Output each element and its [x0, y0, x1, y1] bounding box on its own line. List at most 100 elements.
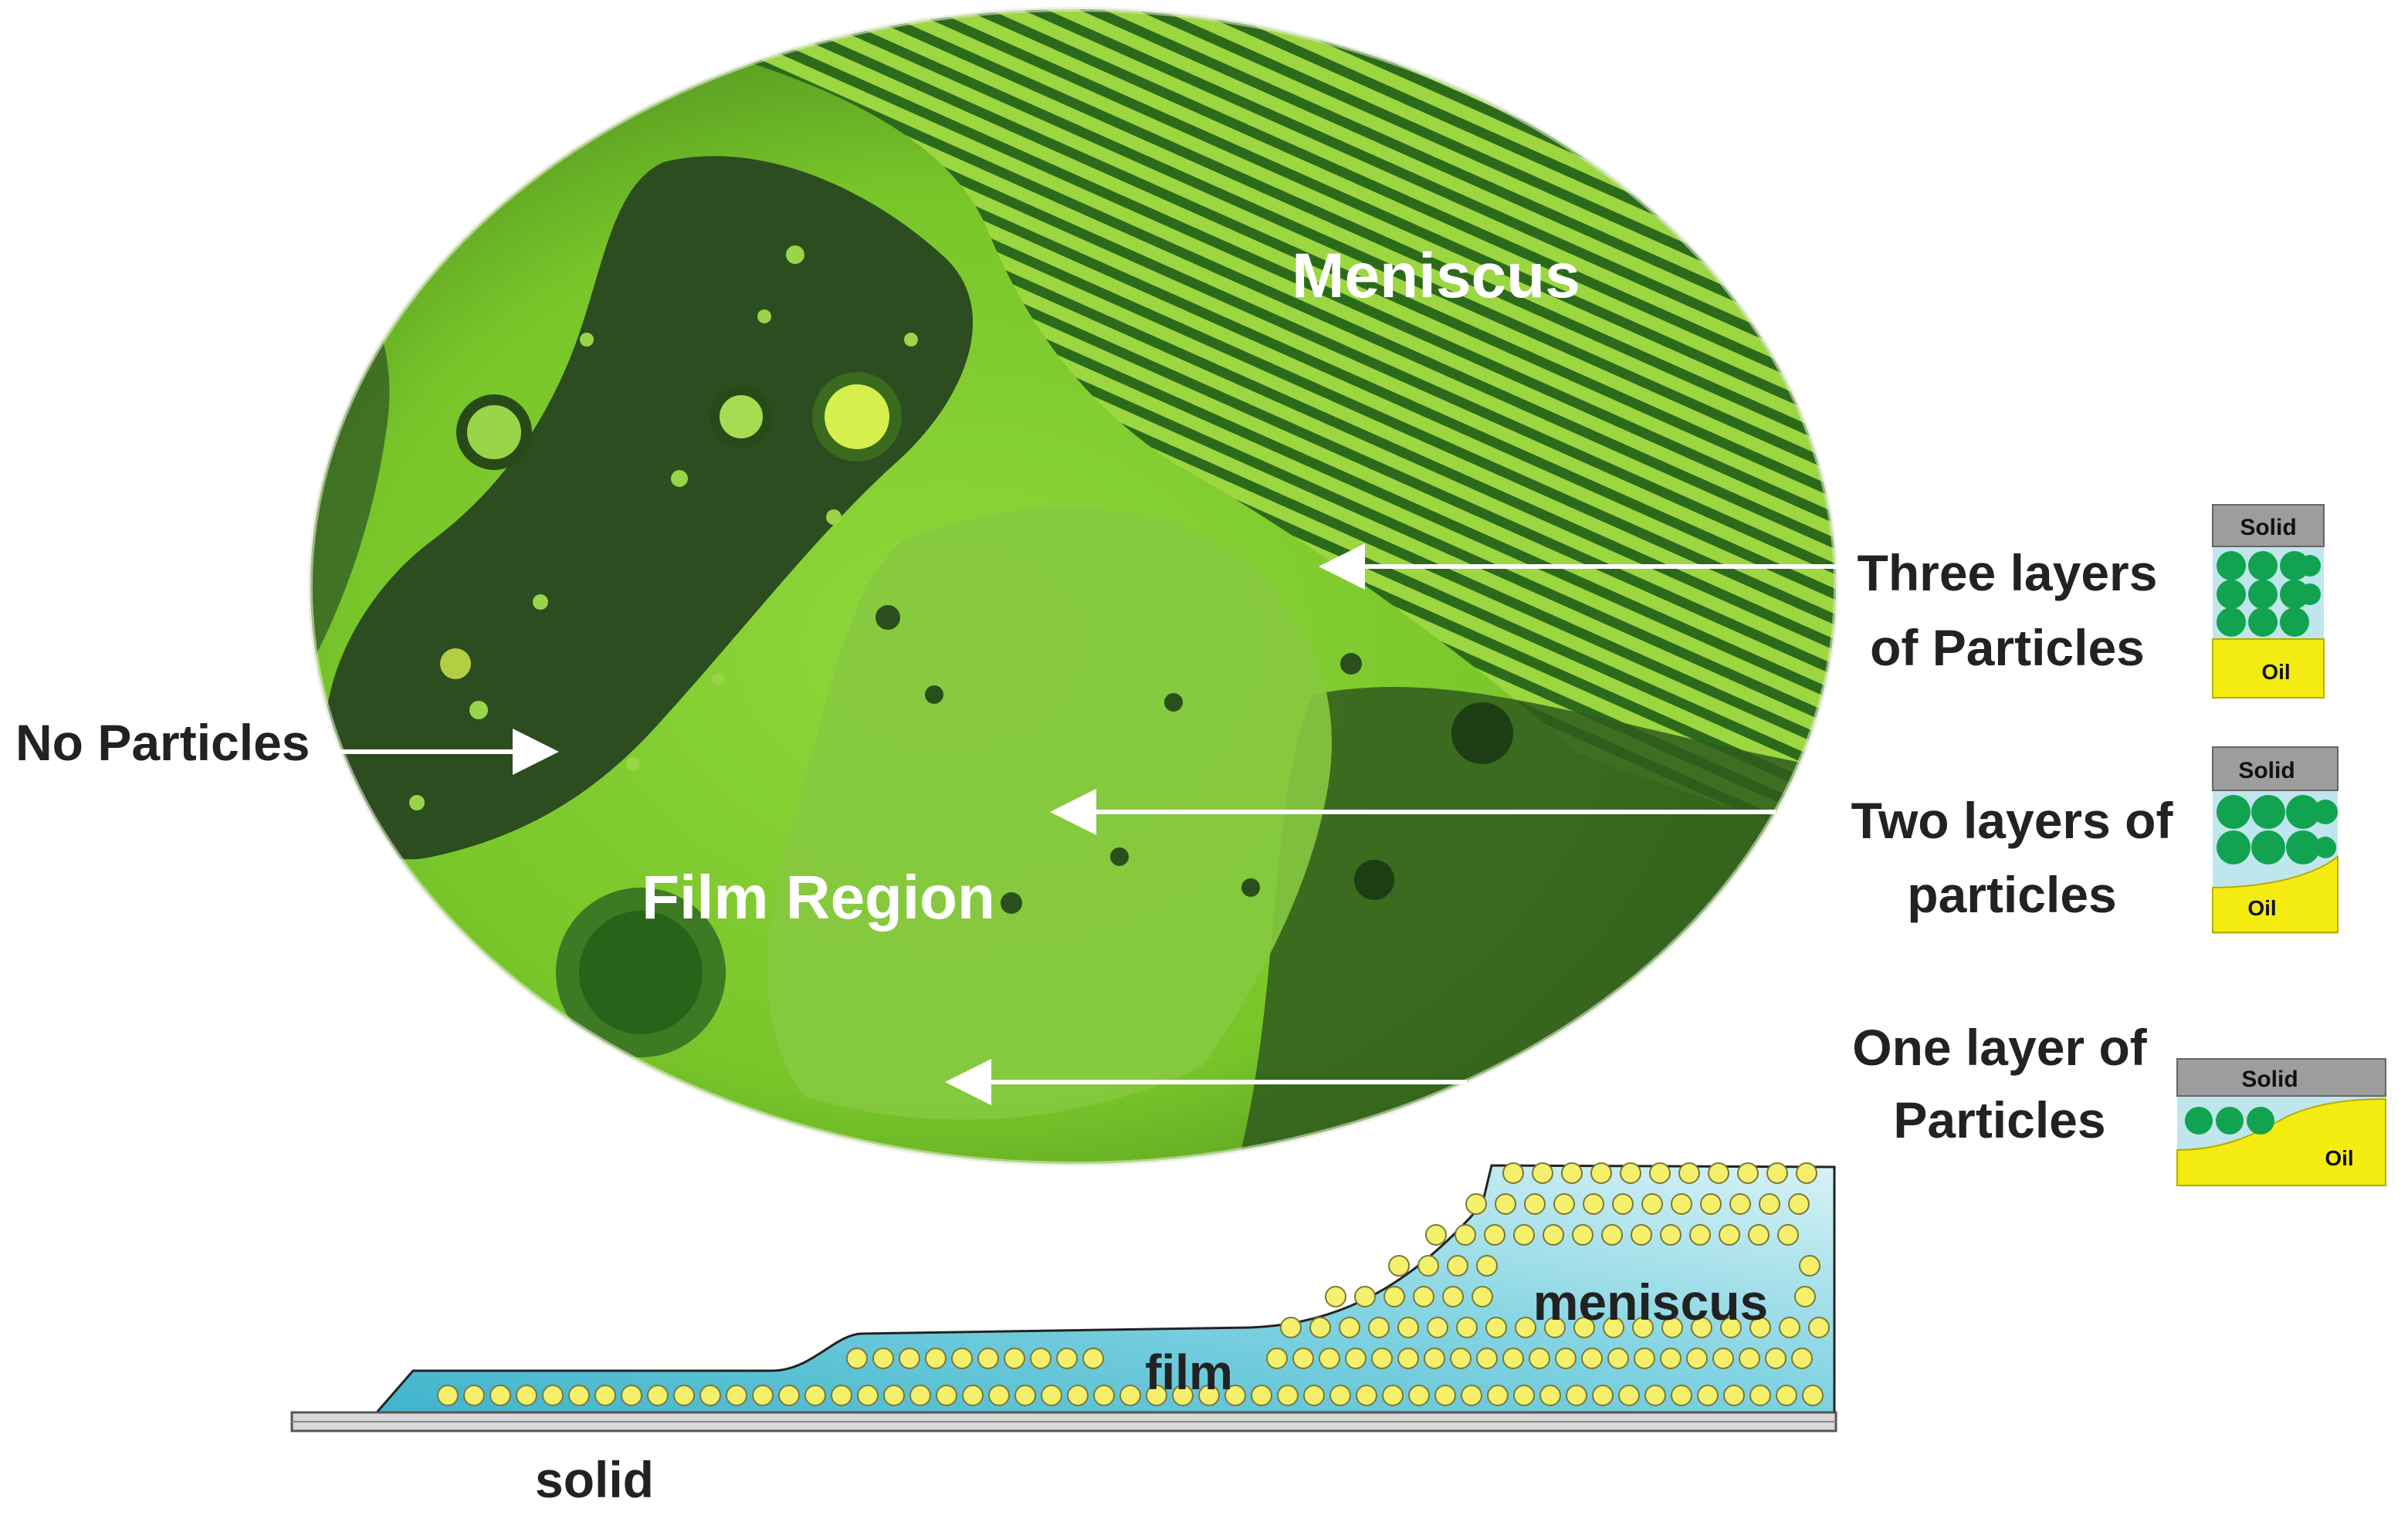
particle: [1689, 1224, 1711, 1246]
film-plateau: [767, 507, 1332, 1120]
particle: [1485, 1317, 1507, 1338]
particle: [1487, 1385, 1509, 1406]
particle: [1356, 1385, 1377, 1406]
particle: [1632, 1317, 1654, 1338]
particle: [1513, 1385, 1535, 1406]
particle: [1583, 1193, 1604, 1215]
particle: [1004, 1348, 1025, 1369]
no-particles-label: No Particles: [15, 714, 310, 771]
two-layers-line2: particles: [1907, 866, 2116, 923]
inset-solid: [2176, 1058, 2386, 1097]
particle: [463, 1385, 485, 1406]
particle: [1172, 1385, 1194, 1406]
particle: [1779, 1317, 1800, 1338]
particle: [1119, 1385, 1141, 1406]
particle: [1686, 1348, 1708, 1369]
meniscus-label: Meniscus: [1292, 241, 1580, 311]
particle: [1799, 1255, 1820, 1277]
particle: [1671, 1385, 1692, 1406]
one-layer-line1: One layer of: [1852, 1019, 2147, 1076]
cross-section: film meniscus solid: [290, 1162, 1837, 1508]
inset-solid-label: Solid: [2241, 1067, 2298, 1092]
film-region-label: Film Region: [642, 863, 995, 932]
particle: [568, 1385, 590, 1406]
particle: [1427, 1317, 1448, 1338]
particle: [1476, 1255, 1498, 1277]
particle: [1572, 1224, 1593, 1246]
particle: [1691, 1317, 1712, 1338]
particle: [1661, 1317, 1683, 1338]
particle: [1093, 1385, 1115, 1406]
particle: [1309, 1317, 1331, 1338]
particle: [1631, 1224, 1652, 1246]
particle: [1719, 1224, 1740, 1246]
particle: [1729, 1193, 1751, 1215]
particle: [883, 1385, 905, 1406]
inset-oil-label: Oil: [2247, 896, 2276, 920]
particle: [1776, 1385, 1797, 1406]
particle: [1030, 1348, 1052, 1369]
particle: [1484, 1224, 1505, 1246]
particle: [1146, 1385, 1167, 1406]
particle: [1720, 1317, 1742, 1338]
particle: [1198, 1385, 1220, 1406]
inset-oil: [2212, 638, 2325, 698]
particle: [1502, 1162, 1524, 1184]
particle: [962, 1385, 984, 1406]
particle: [1601, 1224, 1623, 1246]
particle: [1749, 1317, 1771, 1338]
inset-oil: [2176, 1098, 2386, 1186]
particle: [1292, 1348, 1314, 1369]
particle: [1618, 1385, 1640, 1406]
particle: [1671, 1193, 1692, 1215]
particle: [1397, 1317, 1419, 1338]
droplets: [409, 245, 1513, 914]
particle: [1573, 1317, 1595, 1338]
particle: [1759, 1193, 1780, 1215]
particle: [1442, 1286, 1464, 1307]
particle: [1749, 1385, 1771, 1406]
particle: [899, 1348, 920, 1369]
particle: [1697, 1385, 1719, 1406]
particle: [1678, 1162, 1700, 1184]
particle: [857, 1385, 879, 1406]
particle: [1544, 1317, 1566, 1338]
inset-solid-label: Solid: [2240, 515, 2296, 540]
particle: [647, 1385, 669, 1406]
inset-oil-label: Oil: [2325, 1146, 2353, 1170]
particle: [1796, 1162, 1817, 1184]
particle: [1339, 1317, 1360, 1338]
particle: [1461, 1385, 1482, 1406]
particle: [1472, 1286, 1493, 1307]
inset-particles: [2185, 1107, 2274, 1135]
particle: [1532, 1162, 1553, 1184]
particle: [437, 1385, 459, 1406]
particle: [1603, 1317, 1624, 1338]
inset-solid-label: Solid: [2238, 758, 2295, 783]
particle: [1303, 1385, 1325, 1406]
particle: [1802, 1385, 1824, 1406]
particle: [831, 1385, 852, 1406]
particle: [951, 1348, 973, 1369]
particle: [1280, 1317, 1302, 1338]
particle: [699, 1385, 721, 1406]
one-layer-line2: Particles: [1893, 1091, 2105, 1148]
particle: [1553, 1193, 1575, 1215]
three-layers-line2: of Particles: [1870, 619, 2145, 676]
particle: [1224, 1385, 1246, 1406]
particle: [1791, 1348, 1813, 1369]
particle: [1056, 1348, 1078, 1369]
particle: [846, 1348, 868, 1369]
particle: [1014, 1385, 1036, 1406]
inset-solid: [2212, 504, 2325, 547]
particle: [1794, 1286, 1816, 1307]
particle: [1397, 1348, 1419, 1369]
particle: [936, 1385, 957, 1406]
particle: [1708, 1162, 1729, 1184]
particle: [1788, 1193, 1810, 1215]
particle: [1748, 1224, 1770, 1246]
inset-oil-label: Oil: [2261, 660, 2290, 684]
particle: [1555, 1348, 1577, 1369]
particle: [1325, 1286, 1346, 1307]
